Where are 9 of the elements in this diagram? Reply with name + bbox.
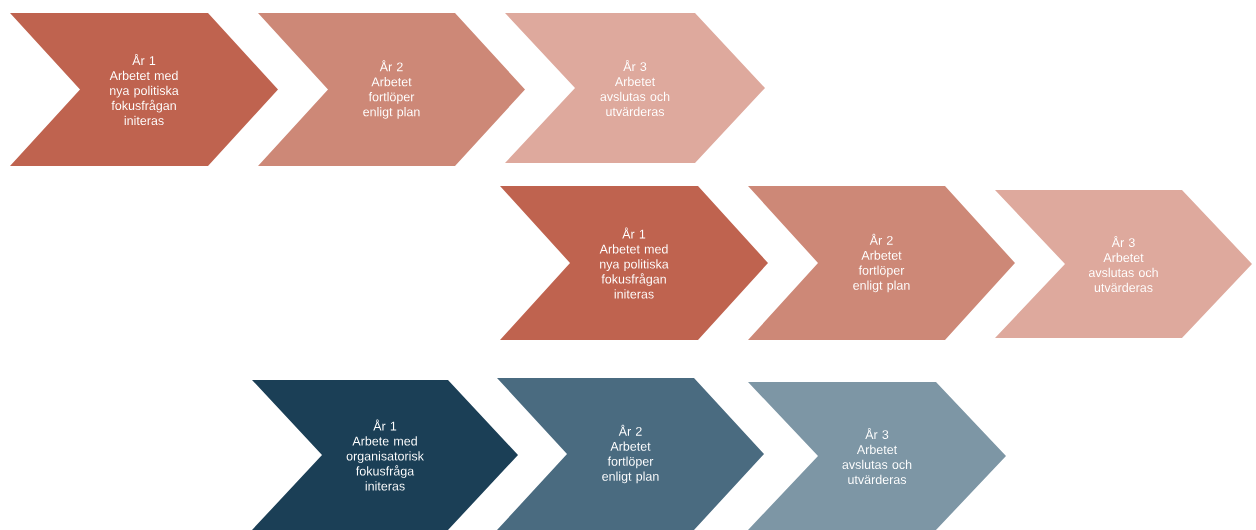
process-step: År 3 Arbetet avslutas och utvärderas xyxy=(748,382,1006,530)
process-step: År 2 Arbetet fortlöper enligt plan xyxy=(258,13,525,166)
process-step: År 3 Arbetet avslutas och utvärderas xyxy=(995,190,1252,338)
process-step: År 3 Arbetet avslutas och utvärderas xyxy=(505,13,765,163)
process-step: År 1 Arbete med organisatorisk fokusfråga initeras xyxy=(252,380,518,530)
process-step: År 1 Arbetet med nya politiska fokusfrågan initeras xyxy=(10,13,278,166)
process-step: År 2 Arbetet fortlöper enligt plan xyxy=(748,186,1015,340)
process-step: År 1 Arbetet med nya politiska fokusfrågan initeras xyxy=(500,186,768,340)
process-step: År 2 Arbetet fortlöper enligt plan xyxy=(497,378,764,530)
